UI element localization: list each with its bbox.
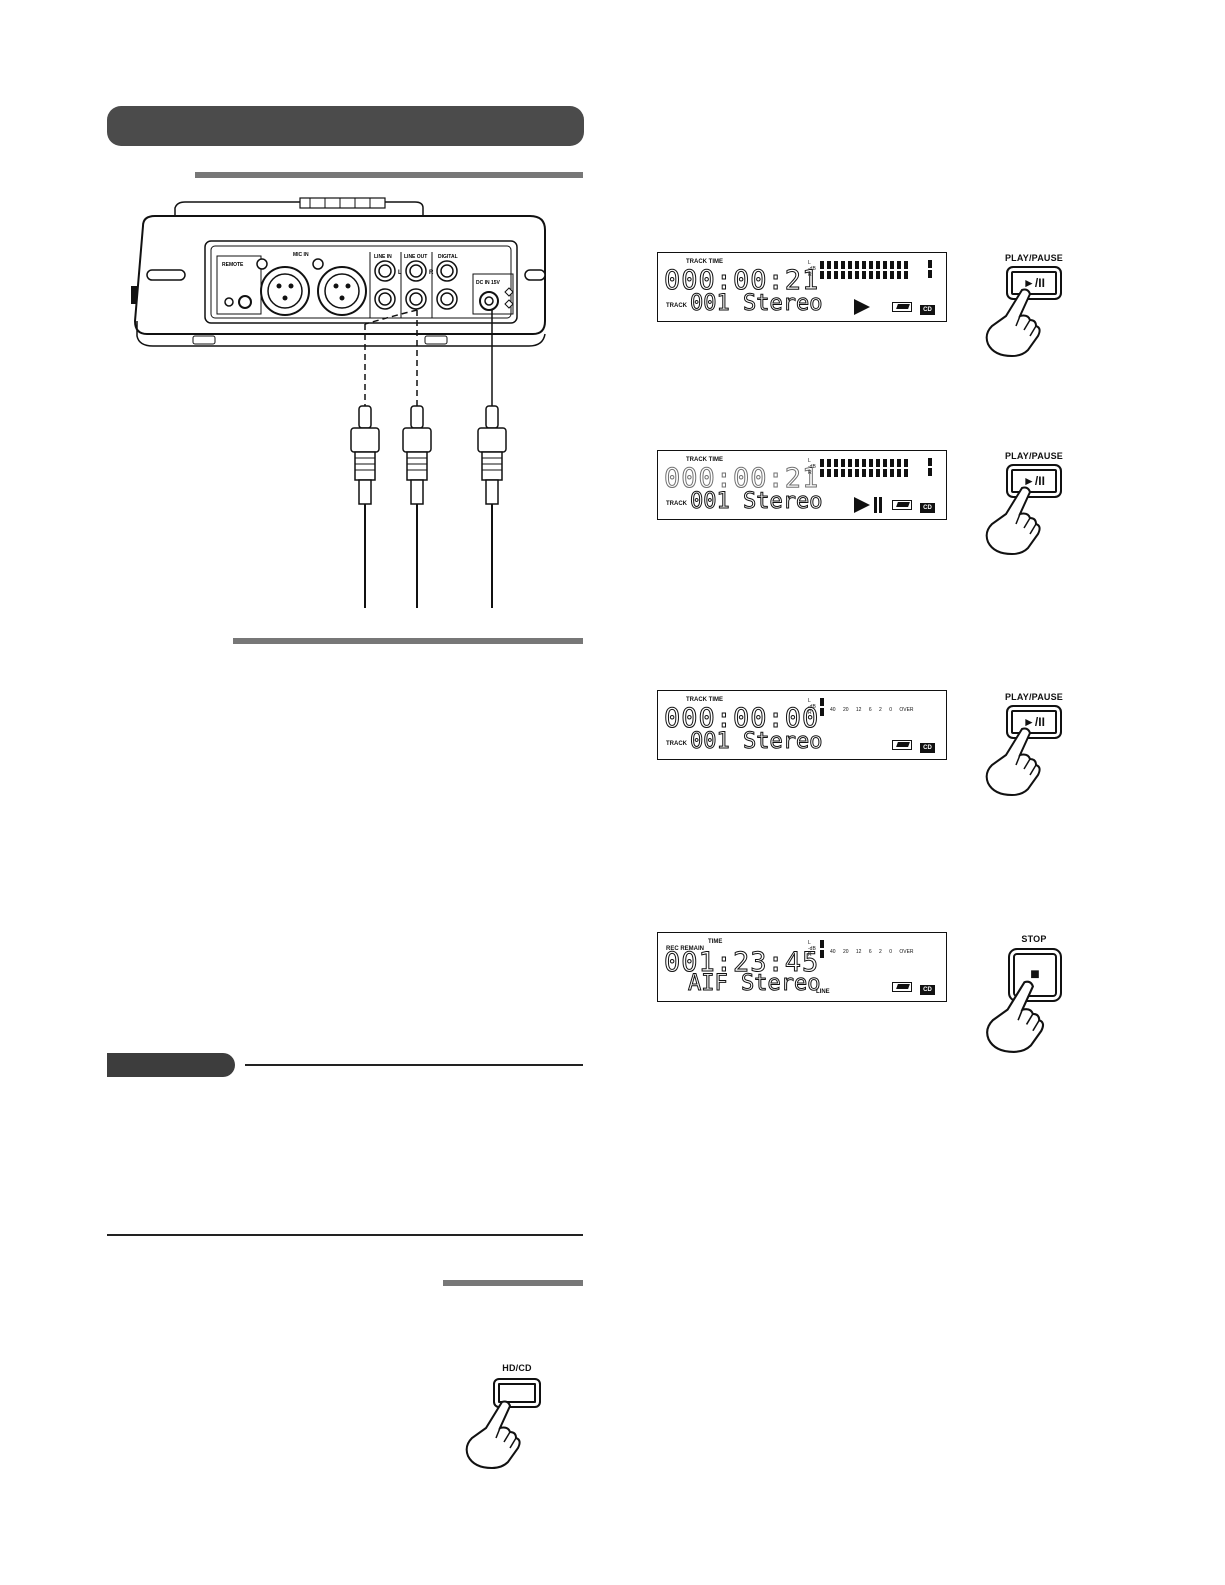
track-readout: 001 Stereo (689, 291, 823, 317)
mic-in-label: MIC IN (293, 252, 309, 258)
note-rule-bottom (107, 1234, 583, 1236)
dc-in-label: DC IN 15V (476, 280, 501, 286)
rec-remain-label: REC REMAIN (666, 946, 705, 952)
track-time-label: TRACK TIME (686, 697, 723, 703)
battery-icon (892, 302, 912, 312)
meter-peak (928, 260, 932, 280)
pressing-hand-icon (986, 980, 1045, 1053)
play-icon (854, 299, 870, 315)
note-tab (107, 1053, 235, 1077)
note-rule-top (245, 1064, 583, 1066)
cd-badge: CD (920, 743, 935, 753)
track-readout: 001 Stereo (689, 729, 823, 755)
battery-icon (892, 982, 912, 992)
time-readout: 000:00:21 (663, 463, 820, 495)
lcd-display-stopped: TRACK TIME 000:00:00 TRACK 001 Stereo L-… (657, 690, 947, 760)
play-pause-button[interactable]: ►/II (1006, 464, 1062, 498)
pressing-hand-icon (985, 486, 1041, 556)
line-in-label: LINE IN (374, 254, 392, 260)
section-header-bar (107, 106, 584, 146)
meter-scale-ticks: 40 20 12 6 2 0 OVER (830, 707, 914, 713)
play-pause-glyph: ►/II (1023, 715, 1045, 729)
device-rear-panel-illustration: REMOTE MIC IN LINE IN LINE OUT DIGITAL L… (131, 197, 546, 608)
pressing-hand-icon (985, 727, 1041, 797)
cd-badge: CD (920, 503, 935, 513)
track-label: TRACK (666, 501, 687, 507)
meter-bars (820, 261, 908, 279)
pressing-hand-icon (465, 1400, 521, 1470)
track-time-label: TRACK TIME (686, 259, 723, 265)
lcd-display-rec-remain: TIME REC REMAIN 001:23:45 AIF Stereo LIN… (657, 932, 947, 1002)
play-pause-button-label: PLAY/PAUSE (1004, 451, 1064, 461)
digital-label: DIGITAL (438, 254, 458, 260)
subsection-rule-3 (443, 1280, 583, 1286)
meter-peak (928, 458, 932, 478)
stop-button[interactable]: ■ (1008, 948, 1062, 1002)
remote-label: REMOTE (222, 262, 244, 268)
play-pause-button[interactable]: ►/II (1006, 266, 1062, 300)
play-icon (854, 497, 870, 513)
meter-bars (820, 459, 908, 477)
battery-icon (892, 500, 912, 510)
play-pause-button[interactable]: ►/II (1006, 705, 1062, 739)
time-readout: 000:00:21 (663, 265, 820, 297)
pause-icon (874, 497, 882, 513)
track-label: TRACK (666, 303, 687, 309)
meter-floor-segment (820, 940, 824, 960)
hd-cd-button-label: HD/CD (502, 1363, 532, 1373)
play-pause-glyph: ►/II (1023, 276, 1045, 290)
track-label: TRACK (666, 741, 687, 747)
channel-l-label: L (398, 270, 402, 276)
track-readout: AIF Stereo (687, 971, 821, 997)
track-readout: 001 Stereo (689, 489, 823, 515)
play-pause-button-label: PLAY/PAUSE (1004, 692, 1064, 702)
meter-scale-ticks: 40 20 12 6 2 0 OVER (830, 949, 914, 955)
input-source-label: LINE (816, 989, 830, 995)
stop-button-label: STOP (1021, 934, 1047, 944)
line-out-label: LINE OUT (404, 254, 427, 260)
lcd-display-play: TRACK TIME 000:00:21 TRACK 001 Stereo L-… (657, 252, 947, 322)
subsection-rule-2 (233, 638, 583, 644)
meter-floor-segment (820, 698, 824, 718)
battery-icon (892, 740, 912, 750)
lcd-display-pause: TRACK TIME 000:00:21 TRACK 001 Stereo L-… (657, 450, 947, 520)
track-time-label: TRACK TIME (686, 457, 723, 463)
channel-r-label: R (429, 270, 434, 276)
play-pause-glyph: ►/II (1023, 474, 1045, 488)
cd-badge: CD (920, 985, 935, 995)
cd-badge: CD (920, 305, 935, 315)
stop-glyph: ■ (1030, 966, 1040, 983)
time-readout: 001:23:45 (663, 947, 820, 979)
play-pause-button-label: PLAY/PAUSE (1004, 253, 1064, 263)
time-readout: 000:00:00 (663, 703, 820, 735)
pressing-hand-icon (985, 288, 1041, 358)
time-label: TIME (708, 939, 723, 945)
subsection-rule-connections (195, 172, 583, 178)
